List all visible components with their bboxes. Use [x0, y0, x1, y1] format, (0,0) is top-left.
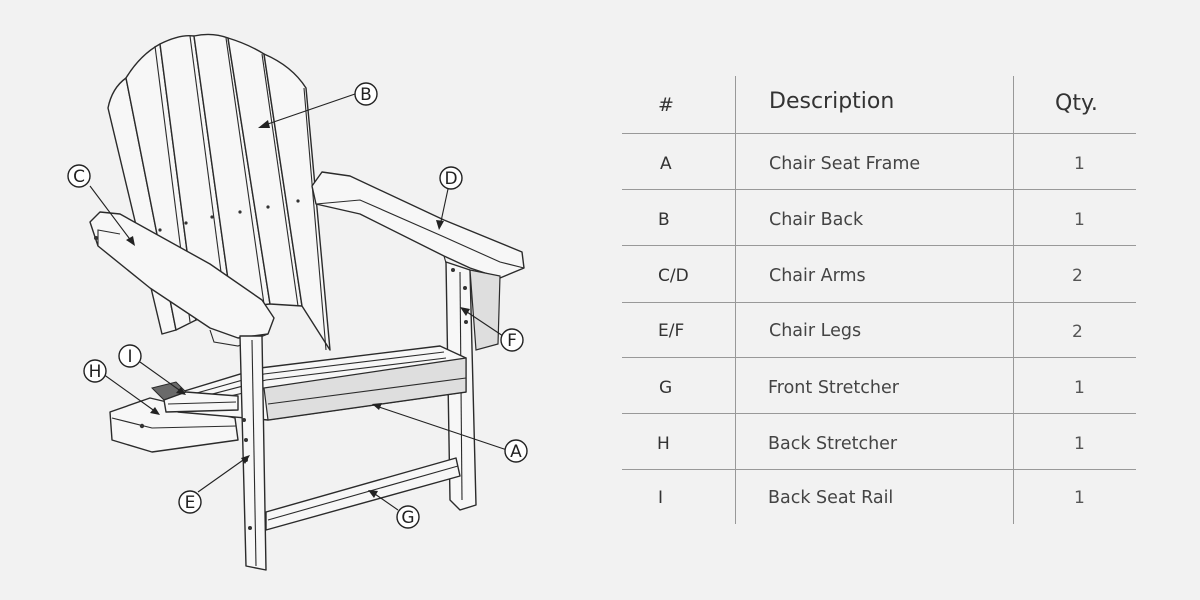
row-description: Front Stretcher: [768, 378, 899, 398]
row-id: A: [660, 154, 672, 174]
row-description: Chair Seat Frame: [769, 154, 921, 174]
callout-d-label: D: [444, 169, 457, 189]
row-qty: 1: [1074, 154, 1085, 174]
row-id: G: [659, 378, 673, 398]
row-description: Back Seat Rail: [768, 488, 894, 508]
callout-d: D: [439, 166, 463, 190]
row-id: H: [657, 434, 670, 454]
table-row: C/D Chair Arms 2: [622, 246, 1136, 302]
row-qty: 1: [1074, 378, 1085, 398]
row-divider: [622, 133, 1136, 134]
callout-e: E: [178, 490, 202, 514]
callout-a-label: A: [510, 442, 522, 462]
row-divider: [622, 245, 1136, 246]
callout-i-label: I: [127, 347, 132, 367]
callout-b-label: B: [360, 85, 372, 105]
adirondack-chair-diagram: B C D F I H A E G: [67, 33, 528, 571]
front-stretcher: [265, 457, 461, 531]
callout-b: B: [354, 82, 378, 106]
row-description: Back Stretcher: [768, 434, 898, 454]
row-qty: 1: [1074, 434, 1085, 454]
table-row: H Back Stretcher 1: [622, 414, 1136, 469]
callout-g-label: G: [401, 508, 414, 528]
header-number: #: [658, 94, 674, 116]
left-arm: [89, 211, 275, 347]
row-divider: [622, 469, 1136, 470]
row-divider: [622, 189, 1136, 190]
row-divider: [622, 357, 1136, 358]
row-id: C/D: [658, 266, 689, 286]
left-leg: [239, 335, 267, 571]
row-qty: 1: [1074, 488, 1085, 508]
row-qty: 2: [1072, 266, 1083, 286]
header-qty: Qty.: [1055, 91, 1098, 116]
table-row: B Chair Back 1: [622, 190, 1136, 245]
row-qty: 2: [1072, 322, 1083, 342]
leader-lines: [89, 93, 508, 511]
callout-e-label: E: [185, 493, 196, 513]
row-qty: 1: [1074, 210, 1085, 230]
table-row: I Back Seat Rail 1: [622, 470, 1136, 524]
callout-h-label: H: [89, 362, 102, 382]
column-divider: [1013, 76, 1014, 524]
table-row: A Chair Seat Frame 1: [622, 134, 1136, 189]
callout-f: F: [500, 328, 524, 352]
row-divider: [622, 413, 1136, 414]
callout-a: A: [504, 439, 528, 463]
row-description: Chair Legs: [769, 321, 862, 341]
row-description: Chair Back: [769, 210, 864, 230]
callout-g: G: [396, 505, 420, 529]
table-row: E/F Chair Legs 2: [622, 303, 1136, 357]
right-arm: [311, 171, 525, 281]
callout-c: C: [67, 164, 91, 188]
row-id: B: [658, 210, 670, 230]
callout-h: H: [83, 359, 107, 383]
row-divider: [622, 302, 1136, 303]
callout-i: I: [118, 344, 142, 368]
column-divider: [735, 76, 736, 524]
header-description: Description: [769, 89, 895, 114]
table-header: # Description Qty.: [622, 76, 1136, 133]
row-description: Chair Arms: [769, 266, 866, 286]
table-row: G Front Stretcher 1: [622, 358, 1136, 413]
callout-c-label: C: [73, 167, 85, 187]
row-id: I: [658, 488, 664, 508]
callout-f-label: F: [507, 331, 517, 351]
row-id: E/F: [658, 321, 685, 341]
